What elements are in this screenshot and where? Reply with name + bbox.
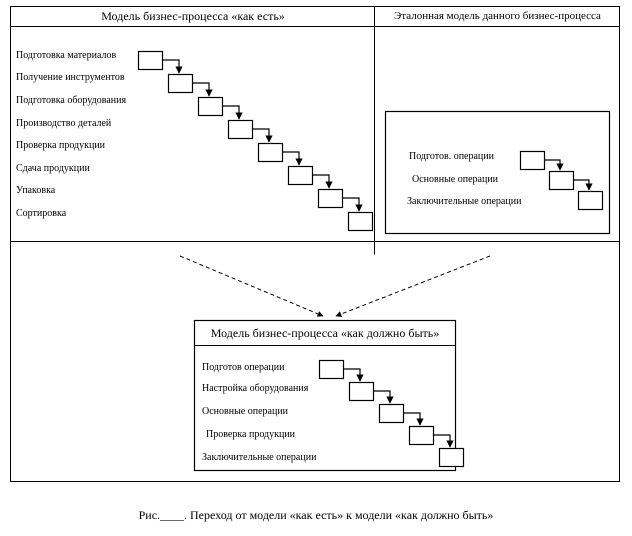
reference-transition-arrow — [335, 255, 491, 317]
as-is-step-box — [227, 119, 254, 140]
as-is-step-connector — [162, 59, 183, 74]
reference-title: Эталонная модель данного бизнес-процесса — [394, 10, 601, 22]
as-is-step-connector — [312, 174, 333, 189]
as-is-step-box — [317, 188, 344, 209]
as-is-step-label: Подготовка материалов — [16, 50, 117, 61]
as-is-step-label: Производство деталей — [16, 118, 112, 129]
to-be-step-label: Настройка оборудования — [202, 383, 309, 394]
as-is-step-connector — [192, 82, 213, 97]
as-is-step-box — [197, 96, 224, 117]
as-is-step-box — [137, 50, 164, 71]
to-be-step-box — [348, 381, 375, 402]
reference-step-box — [548, 170, 575, 191]
as-is-title: Модель бизнес-процесса «как есть» — [101, 9, 285, 23]
to-be-step-box — [408, 425, 435, 446]
reference-step-label: Основные операции — [412, 174, 499, 185]
to-be-step-label: Основные операции — [202, 406, 289, 417]
to-be-step-label: Проверка продукции — [206, 429, 296, 440]
to-be-step-chain — [318, 359, 465, 468]
as-is-step-box — [347, 211, 374, 232]
reference-step-box — [577, 190, 604, 211]
as-is-step-connector — [252, 128, 273, 143]
outer-frame — [10, 6, 620, 482]
to-be-step-box — [438, 447, 465, 468]
as-is-step-label: Упаковка — [16, 185, 56, 196]
as-is-step-label: Сдача продукции — [16, 163, 90, 174]
to-be-step-connector — [373, 390, 394, 404]
to-be-step-label: Заключительные операции — [202, 452, 317, 463]
to-be-step-box — [378, 403, 405, 424]
as-is-step-box — [257, 142, 284, 163]
reference-step-label: Подготов. операции — [409, 151, 494, 162]
reference-step-label: Заключительные операции — [407, 196, 522, 207]
reference-step-connector — [544, 159, 564, 171]
as-is-step-connector — [282, 151, 303, 166]
as-is-step-connector — [342, 197, 363, 212]
to-be-title: Модель бизнес-процесса «как должно быть» — [210, 326, 440, 340]
reference-step-box — [519, 150, 546, 171]
as-is-step-label: Подготовка оборудования — [16, 95, 127, 106]
as-is-step-label: Получение инструментов — [16, 72, 125, 83]
to-be-step-connector — [403, 412, 424, 426]
to-be-step-box — [318, 359, 345, 380]
to-be-step-connector — [433, 434, 454, 448]
reference-step-connector — [573, 179, 593, 191]
figure-caption: Рис.____. Переход от модели «как есть» к… — [138, 508, 494, 522]
as-is-step-label: Сортировка — [16, 208, 67, 219]
as-is-step-box — [287, 165, 314, 186]
to-be-step-connector — [343, 368, 364, 382]
as-is-step-chain — [137, 50, 374, 232]
as-is-step-box — [167, 73, 194, 94]
as-is-step-connector — [222, 105, 243, 120]
as-is-transition-arrow — [179, 255, 324, 317]
reference-step-chain — [519, 150, 604, 211]
to-be-model-box — [193, 319, 457, 472]
reference-model-box — [384, 110, 611, 235]
to-be-step-label: Подготов операции — [202, 362, 285, 373]
as-is-step-label: Проверка продукции — [16, 140, 106, 151]
